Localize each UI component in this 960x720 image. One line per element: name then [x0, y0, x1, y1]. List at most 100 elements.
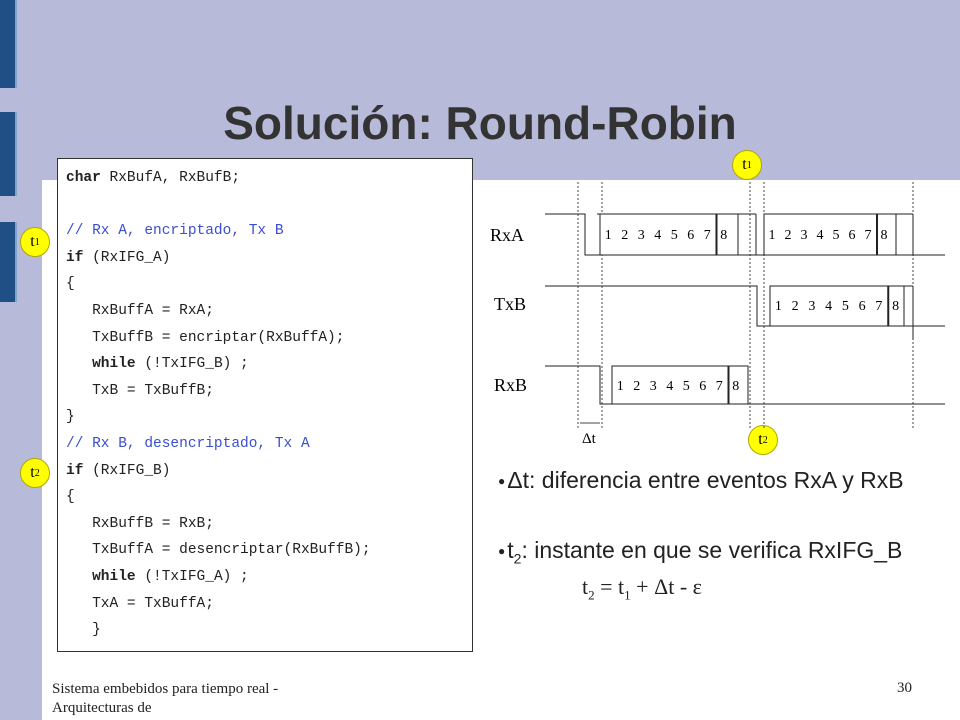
marker-sub: 1 — [34, 236, 40, 248]
code-text: { — [66, 489, 75, 506]
code-text: (!TxIFG_A) ; — [135, 568, 249, 585]
code-line: { — [58, 271, 472, 298]
bit-label: 3 — [801, 228, 808, 243]
code-text: // Rx B, desencriptado, Tx A — [66, 435, 310, 452]
marker-sub: 1 — [746, 159, 752, 171]
code-text: TxBuffB = encriptar(RxBuffA); — [66, 329, 345, 346]
formula-lhs-sub: 2 — [588, 587, 595, 603]
code-line: TxBuffB = encriptar(RxBuffA); — [58, 325, 472, 352]
code-text: RxBuffB = RxB; — [66, 515, 214, 532]
code-text: (RxIFG_B) — [83, 462, 171, 479]
code-line: } — [58, 617, 472, 644]
bit-label: 1 — [769, 228, 776, 243]
code-text: (RxIFG_A) — [83, 249, 171, 266]
bit-label: 1 — [775, 299, 782, 314]
code-line: } — [58, 404, 472, 431]
formula: t2 = t1 + Δt - ε — [582, 574, 702, 603]
code-line: // Rx B, desencriptado, Tx A — [58, 431, 472, 458]
marker-base: t — [758, 431, 763, 448]
txb-frame — [769, 285, 905, 327]
bit-label: 5 — [833, 228, 840, 243]
code-text: (!TxIFG_B) ; — [135, 356, 249, 373]
bit-label: 6 — [849, 228, 856, 243]
footer-text: Sistema embebidos para tiempo real - Arq… — [52, 681, 279, 716]
bit-label: 7 — [716, 379, 723, 394]
code-text: TxBuffA = desencriptar(RxBuffB); — [66, 542, 371, 559]
code-line: TxBuffA = desencriptar(RxBuffB); — [58, 537, 472, 564]
formula-t1: t — [618, 574, 625, 599]
code-keyword: while — [66, 568, 136, 585]
bit-label: 3 — [808, 299, 815, 314]
bullet-t2-text: : instante en que se verifica RxIFG_B — [521, 537, 903, 563]
marker-base: t — [30, 233, 35, 250]
side-decoration-bar — [0, 112, 17, 196]
rxb-frame — [611, 365, 749, 405]
code-keyword: char — [66, 170, 101, 186]
code-text: TxB = TxBuffB; — [66, 382, 214, 399]
formula-rest: + Δt - ε — [630, 574, 702, 599]
side-decoration-bar — [0, 222, 17, 302]
code-text: } — [66, 622, 101, 639]
code-line: char RxBufA, RxBufB; — [58, 165, 472, 192]
bit-label: 8 — [881, 228, 888, 243]
header-band — [0, 0, 960, 180]
slide-title: Solución: Round-Robin — [223, 97, 737, 149]
bit-label: 5 — [683, 379, 690, 394]
code-keyword: if — [66, 462, 84, 479]
bullet-t2-base: t — [507, 537, 514, 563]
code-text: { — [66, 276, 75, 293]
bit-label: 4 — [666, 379, 673, 394]
code-line: TxA = TxBuffA; — [58, 591, 472, 618]
formula-eq: = — [594, 574, 619, 599]
rxa-frame-1 — [599, 213, 739, 256]
code-text: RxBuffA = RxA; — [66, 302, 214, 319]
bit-label: 2 — [621, 228, 628, 243]
marker-sub: 2 — [34, 467, 40, 479]
side-decoration-bar — [0, 0, 17, 88]
formula-lhs: t — [582, 574, 589, 599]
code-keyword: if — [66, 249, 84, 266]
formula-t1-sub: 1 — [624, 587, 631, 603]
bit-label: 8 — [720, 228, 727, 243]
code-line: // Rx A, encriptado, Tx B — [58, 218, 472, 245]
code-keyword: while — [66, 356, 136, 373]
code-line: if (RxIFG_A) — [58, 245, 472, 272]
bit-label: 2 — [792, 299, 799, 314]
bit-label: 7 — [875, 299, 882, 314]
code-line: RxBuffA = RxA; — [58, 298, 472, 325]
bit-label: 6 — [699, 379, 706, 394]
bit-label: 2 — [785, 228, 792, 243]
bit-label: 4 — [654, 228, 661, 243]
bit-label: 4 — [817, 228, 824, 243]
bullet-delta-text: t: diferencia entre eventos RxA y RxB — [522, 467, 904, 493]
bit-label: 3 — [650, 379, 657, 394]
marker-sub: 2 — [762, 434, 768, 446]
code-text: // Rx A, encriptado, Tx B — [66, 223, 284, 240]
bullet-t2: ●t2: instante en que se verifica RxIFG_B — [498, 536, 938, 574]
bullet-t2-sub: 2 — [513, 550, 522, 567]
rxa-frame-2 — [763, 213, 897, 256]
code-block: char RxBufA, RxBufB; // Rx A, encriptado,… — [57, 158, 473, 652]
label-rxb: RxB — [494, 375, 527, 395]
bit-label: 6 — [687, 228, 694, 243]
bit-label: 5 — [842, 299, 849, 314]
label-rxa: RxA — [490, 225, 524, 245]
code-text: } — [66, 409, 75, 426]
code-line: if (RxIFG_B) — [58, 458, 472, 485]
bullet-dot: ● — [498, 474, 506, 489]
bit-label: 7 — [704, 228, 711, 243]
bullet-dot: ● — [498, 544, 506, 559]
delta-t-label: Δt — [582, 431, 597, 447]
bit-label: 8 — [732, 379, 739, 394]
bit-label: 1 — [605, 228, 612, 243]
code-line: TxB = TxBuffB; — [58, 378, 472, 405]
bit-label: 2 — [633, 379, 640, 394]
